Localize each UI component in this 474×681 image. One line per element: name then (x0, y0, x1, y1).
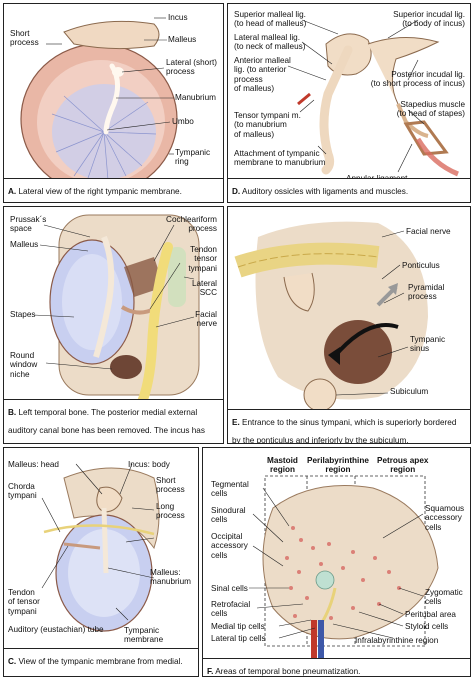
panel-c: Malleus: head Chorda tympani Tendon of t… (3, 447, 199, 677)
label-sinal-cells: Sinal cells (211, 584, 248, 593)
label-squamous-accessory-cells: Squamous accessory cells (425, 504, 465, 532)
label-sinodural-cells: Sinodural cells (211, 506, 246, 525)
label-tendon-tensor-tympani-c: Tendon of tensor tympani (8, 588, 40, 616)
label-infralabyrinthine-region: Infralabyrinthine region (355, 636, 439, 645)
label-perilabyrinthine-region: Perilabyrinthine region (307, 456, 369, 475)
label-mastoid-region: Mastoid region (267, 456, 298, 475)
label-retrofacial-cells: Retrofacial cells (211, 600, 251, 619)
label-post-incudal-lig: Posterior incudal lig. (to short process… (370, 70, 465, 89)
label-malleus: Malleus (168, 35, 197, 44)
label-long-process: Long process (156, 502, 185, 521)
temporal-bone-pneumatization-illustration (249, 475, 439, 660)
label-subiculum: Subiculum (390, 387, 429, 396)
label-lat-malleal-lig: Lateral malleal lig. (to neck of malleus… (234, 33, 306, 52)
label-medial-tip-cells: Medial tip cells (211, 622, 265, 631)
caption-d: D. Auditory ossicles with ligaments and … (228, 178, 470, 202)
label-lateral-tip-cells: Lateral tip cells (211, 634, 266, 643)
caption-f: F. Areas of temporal bone pneumatization… (203, 658, 470, 676)
caption-e: E. Entrance to the sinus tympani, which … (228, 409, 470, 443)
label-manubrium: Manubrium (175, 93, 216, 102)
label-tensor-tympani: Tensor tympani m. (to manubrium of malle… (234, 111, 301, 139)
label-attachment-membrane: Attachment of tympanic membrane to manub… (234, 149, 326, 168)
left-temporal-bone-illustration (33, 214, 200, 407)
caption-c: C. View of the tympanic membrane from me… (4, 648, 198, 676)
label-malleus-manubrium: Malleus: manubrium (150, 568, 191, 587)
label-chorda-tympani: Chorda tympani (8, 482, 37, 501)
label-sup-incudal-lig: Superior incudal lig. (to body of incus) (393, 10, 465, 29)
label-prussaks-space: Prussak´s space (10, 215, 47, 234)
label-peritubal-area: Peritubal area (405, 610, 456, 619)
label-facial-nerve-b: Facial nerve (195, 310, 217, 329)
label-malleus-b: Malleus (10, 240, 39, 249)
label-incus-body: Incus: body (128, 460, 170, 469)
caption-b: B. Left temporal bone. The posterior med… (4, 399, 223, 443)
panel-f: Mastoid region Perilabyrinthine region P… (202, 447, 471, 677)
label-ant-malleal-lig: Anterior malleal lig. (to anterior proce… (234, 56, 291, 94)
label-incus: Incus (168, 13, 188, 22)
panel-d: Superior malleal lig. (to head of malleu… (227, 3, 471, 203)
tympanic-membrane-lateral-illustration (20, 17, 178, 195)
label-lateral-scc: Lateral SCC (191, 279, 217, 298)
label-round-window-niche: Round window niche (10, 351, 38, 379)
label-tegmental-cells: Tegmental cells (211, 480, 249, 499)
label-lateral-process: Lateral (short) process (166, 58, 217, 77)
label-zygomatic-cells: Zygomatic cells (425, 588, 463, 607)
label-stapes: Stapes (10, 310, 36, 319)
label-pyramidal-process: Pyramidal process (408, 283, 445, 302)
label-sup-malleal-lig: Superior malleal lig. (to head of malleu… (234, 10, 307, 29)
label-petrous-apex-region: Petrous apex region (377, 456, 429, 475)
caption-a: A. Lateral view of the right tympanic me… (4, 178, 223, 202)
label-tendon-tensor-tympani-b: Tendon tensor tympani (188, 245, 217, 273)
label-malleus-head: Malleus: head (8, 460, 59, 469)
label-tympanic-membrane: Tympanic membrane (124, 626, 164, 645)
label-tympanic-sinus: Tympanic sinus (410, 335, 446, 354)
label-styloid-cells: Styloid cells (405, 622, 449, 631)
sinus-tympani-illustration (234, 221, 428, 412)
label-short-process-c: Short process (156, 476, 185, 495)
label-umbo: Umbo (172, 117, 194, 126)
label-short-process: Short process (10, 29, 39, 48)
label-stapedius: Stapedius muscle (to head of stapes) (396, 100, 465, 119)
label-occipital-accessory-cells: Occipital accessory cells (211, 532, 248, 560)
panel-e: Facial nerve Ponticulus Pyramidal proces… (227, 206, 471, 444)
label-facial-nerve-e: Facial nerve (406, 227, 451, 236)
tympanic-membrane-medial-illustration (41, 463, 160, 632)
ossicles-ligaments-illustration (287, 19, 459, 177)
label-cochleariform-process: Cochleariform process (166, 215, 217, 234)
panel-b: Prussak´s space Malleus Stapes Round win… (3, 206, 224, 444)
panel-a: Incus Short process Malleus Lateral (sho… (3, 3, 224, 203)
label-ponticulus: Ponticulus (402, 261, 440, 270)
label-tympanic-ring: Tympanic ring (175, 148, 211, 167)
label-auditory-tube: Auditory (eustachian) tube (8, 625, 104, 634)
